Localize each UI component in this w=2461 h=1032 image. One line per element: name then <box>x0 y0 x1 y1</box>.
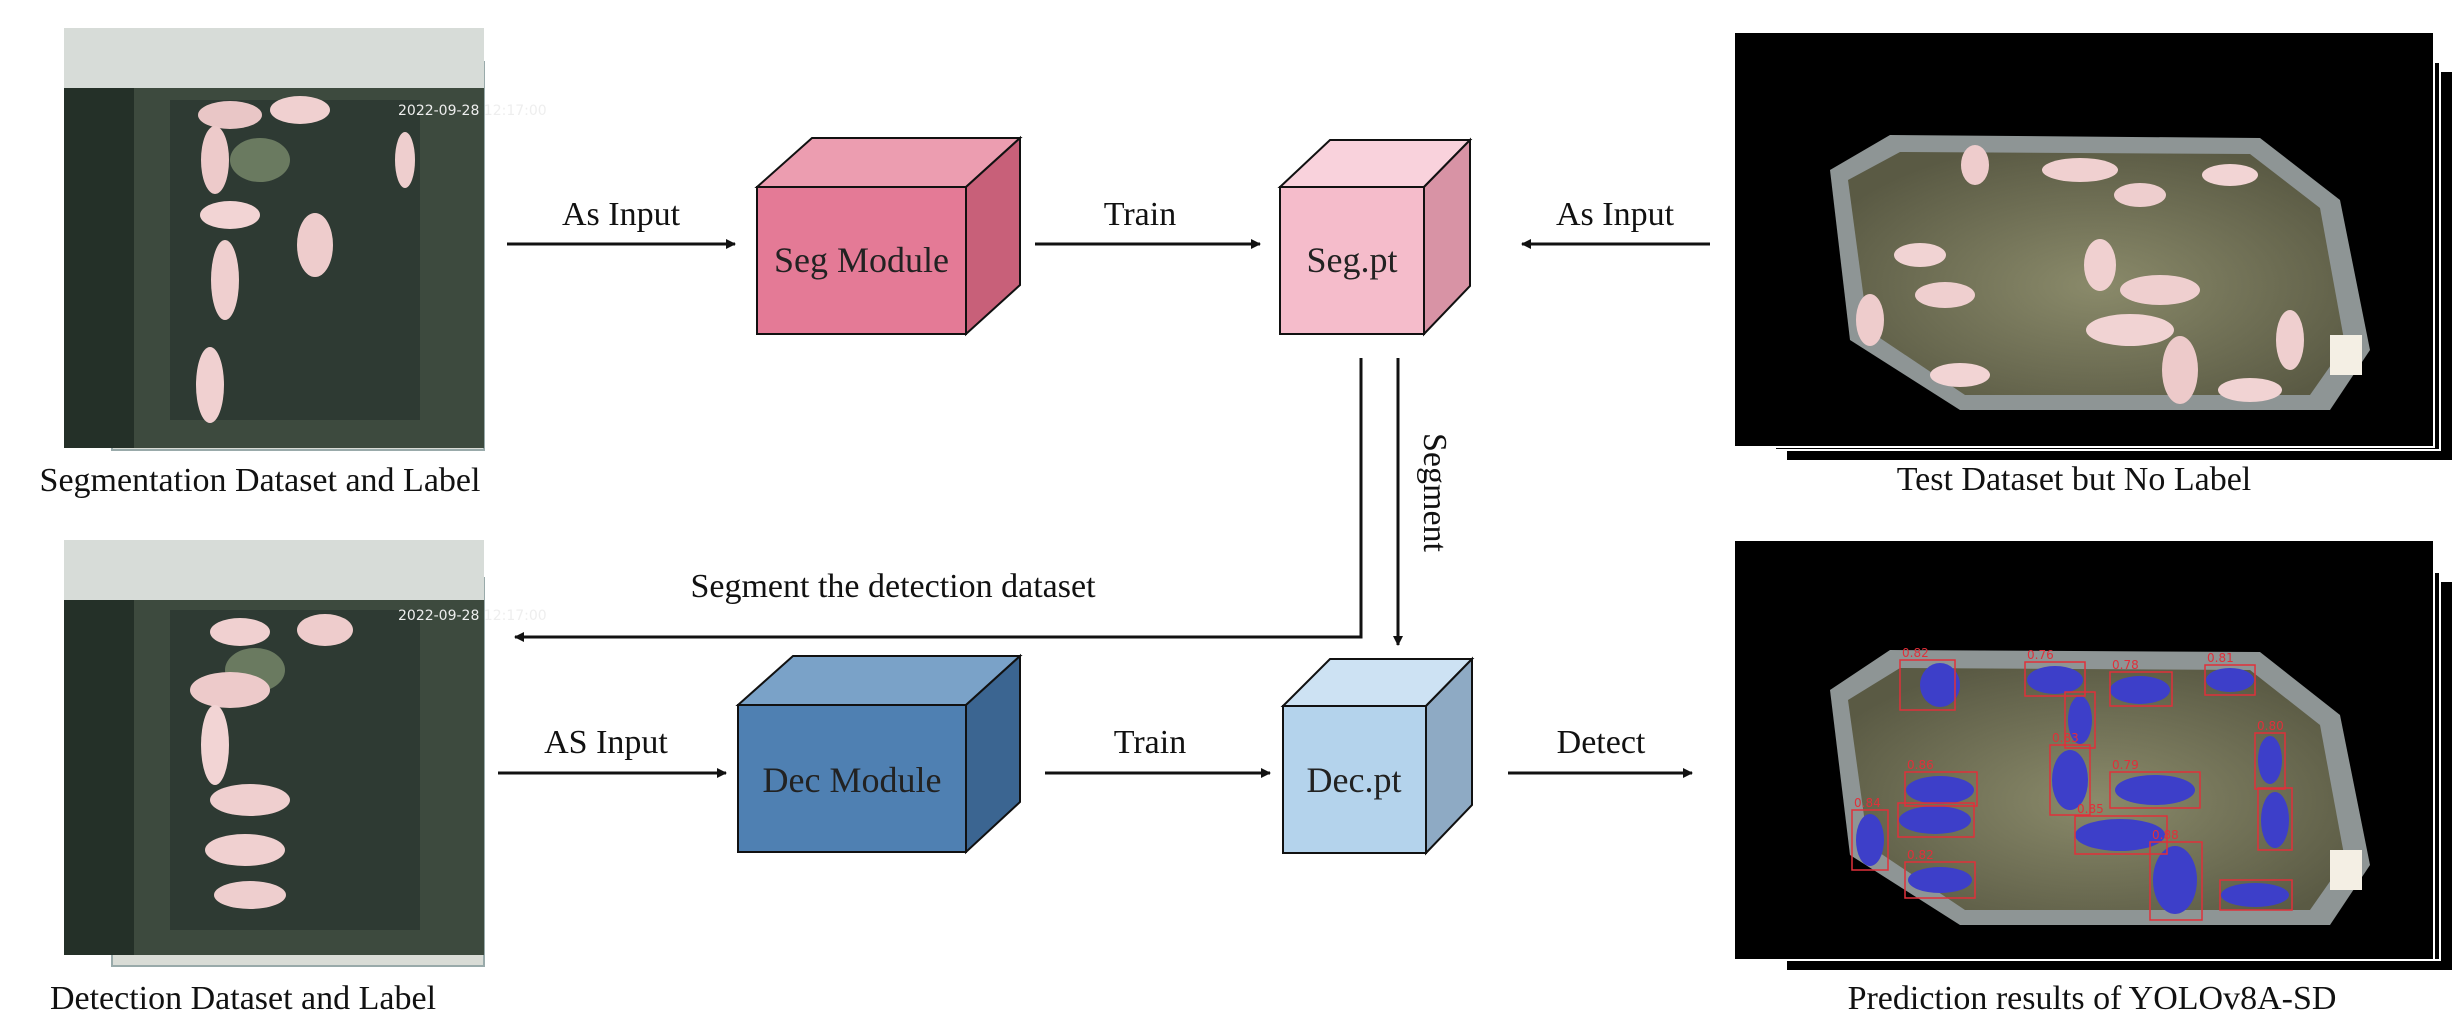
test-dataset-images <box>1733 31 2452 460</box>
edge-label-segment: Segment <box>1416 433 1453 552</box>
arrow-segment-detection <box>514 358 1363 642</box>
edge-label-detect: Detect <box>1556 724 1646 761</box>
test-frame-image <box>1733 31 2435 448</box>
seg-weights-cube: Seg.pt <box>1277 137 1473 337</box>
edge-label-dec-train: Train <box>1113 724 1187 761</box>
prediction-score-labels: 0.82 0.76 0.78 0.81 0.83 0.79 0.85 0.88 0.86 0.84… <box>1854 646 2284 862</box>
prediction-boxes <box>1851 659 2293 921</box>
detection-timestamp: 2022-09-28 12:17:00 <box>398 608 547 624</box>
prediction-score: 0.82 <box>1907 848 1934 862</box>
test-dataset-caption: Test Dataset but No Label <box>1896 461 2252 498</box>
segmentation-frame-image: 2022-09-28 12:17:00 <box>64 28 547 448</box>
detection-dataset-images: 2022-09-28 12:17:00 <box>64 540 547 967</box>
prediction-score: 0.81 <box>2207 651 2234 665</box>
prediction-score: 0.84 <box>1854 796 1881 810</box>
prediction-score: 0.83 <box>2052 731 2079 745</box>
prediction-score: 0.78 <box>2112 658 2139 672</box>
detection-dataset-caption: Detection Dataset and Label <box>49 980 437 1017</box>
dec-weights-label: Dec.pt <box>1307 760 1402 800</box>
dec-weights-cube: Dec.pt <box>1280 656 1475 856</box>
edge-label-seg-train: Train <box>1103 196 1177 233</box>
prediction-score: 0.79 <box>2112 758 2139 772</box>
dec-module-cube: Dec Module <box>735 653 1023 855</box>
dec-module-label: Dec Module <box>763 760 942 800</box>
segmentation-dataset-caption: Segmentation Dataset and Label <box>39 462 481 499</box>
prediction-score: 0.76 <box>2027 648 2054 662</box>
edge-label-test-as-input: As Input <box>1555 196 1675 233</box>
seg-module-label: Seg Module <box>774 240 949 280</box>
prediction-result-images: 0.82 0.76 0.78 0.81 0.83 0.79 0.85 0.88 0.86 0.84… <box>1733 539 2452 970</box>
prediction-score: 0.82 <box>1902 646 1929 660</box>
edge-label-segment-detection: Segment the detection dataset <box>690 568 1096 605</box>
prediction-score: 0.80 <box>2257 719 2284 733</box>
edge-label-seg-as-input: As Input <box>561 196 681 233</box>
segmentation-timestamp: 2022-09-28 12:17:00 <box>398 103 547 119</box>
detection-frame-image: 2022-09-28 12:17:00 <box>64 540 547 955</box>
prediction-score: 0.85 <box>2077 802 2104 816</box>
edge-label-dec-as-input: AS Input <box>544 724 668 761</box>
prediction-results-caption: Prediction results of YOLOv8A-SD <box>1847 980 2337 1017</box>
seg-weights-label: Seg.pt <box>1306 240 1397 280</box>
prediction-frame-image: 0.82 0.76 0.78 0.81 0.83 0.79 0.85 0.88 0.86 0.84… <box>1733 539 2435 961</box>
prediction-masks <box>1856 663 2289 914</box>
prediction-score: 0.86 <box>1907 758 1934 772</box>
prediction-score: 0.88 <box>2152 828 2179 842</box>
seg-module-cube: Seg Module <box>754 135 1023 337</box>
segmentation-dataset-images: 2022-09-28 12:17:00 <box>64 28 547 451</box>
